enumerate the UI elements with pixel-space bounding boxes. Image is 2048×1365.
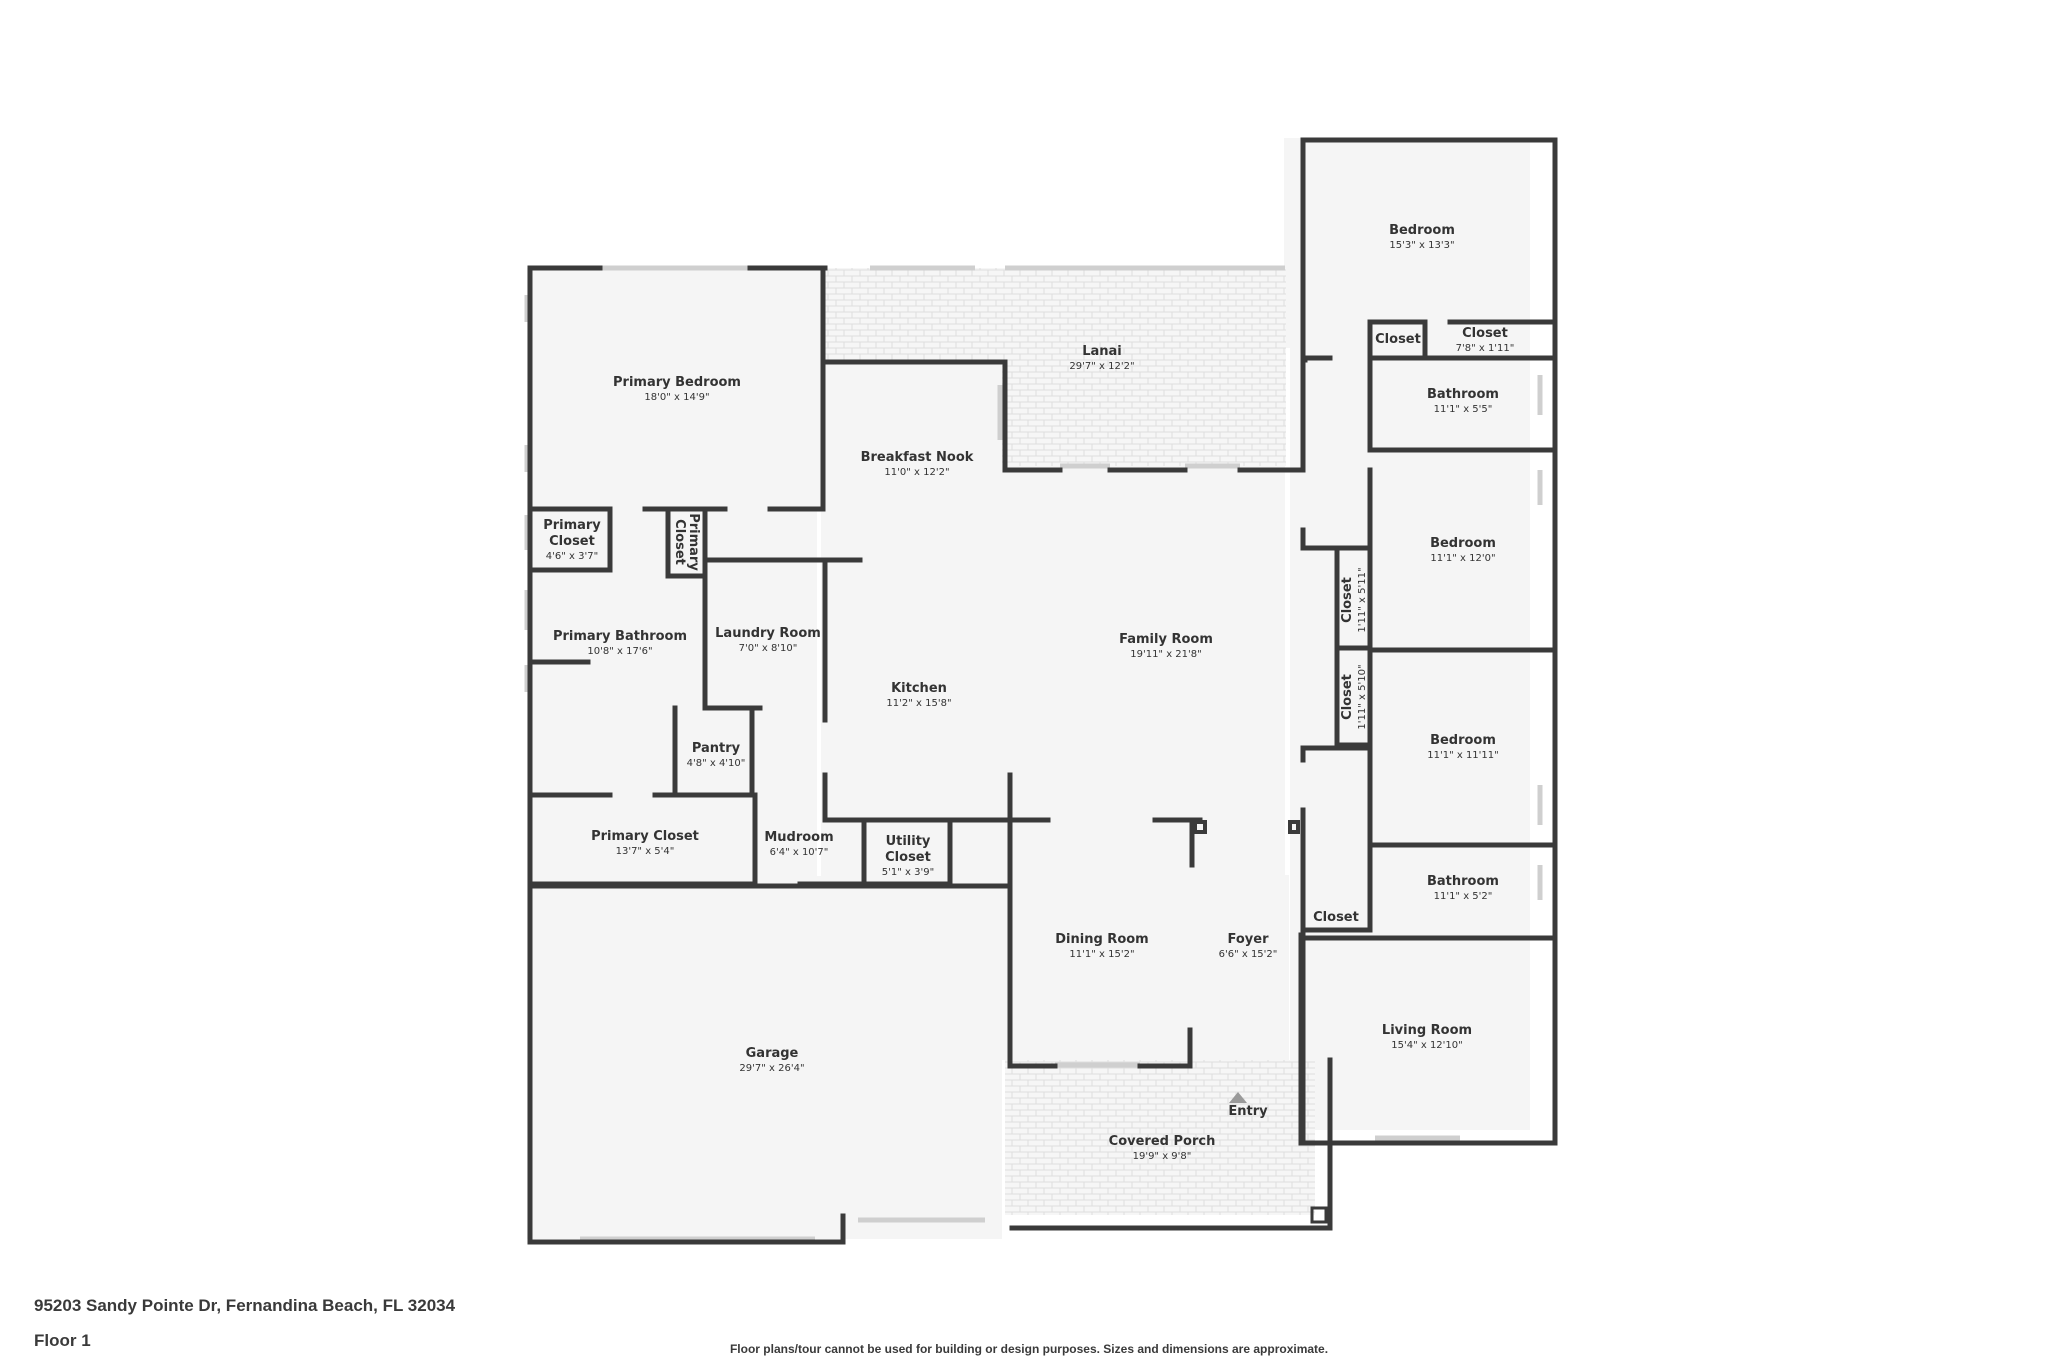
room-name-lanai: Lanai [1082,344,1122,359]
room-name-bedroom-2: Bedroom [1430,536,1496,551]
room-dims-primary-closet-small: 4'6" x 3'7" [546,551,598,562]
floor-label: Floor 1 [34,1331,91,1350]
room-dims-breakfast-nook: 11'0" x 12'2" [884,467,949,478]
room-name-foyer: Foyer [1228,932,1270,947]
room-name-family-room: Family Room [1119,632,1213,647]
room-dims-utility-closet: 5'1" x 3'9" [882,867,934,878]
room-dims-covered-porch: 19'9" x 9'8" [1133,1151,1192,1162]
room-name-garage: Garage [746,1046,799,1061]
room-name-closet-ne-b: Closet [1462,326,1508,341]
disclaimer: Floor plans/tour cannot be used for buil… [729,1342,1329,1356]
floor-areas [527,138,1530,1239]
room-name-living-room: Living Room [1382,1023,1472,1038]
room-dims-primary-closet-large: 13'7" x 5'4" [616,846,675,857]
lanai-paving [821,268,1286,362]
room-dims-primary-bedroom: 18'0" x 14'9" [644,392,709,403]
room-name-pantry: Pantry [692,741,741,756]
room-name-bathroom-2: Bathroom [1427,874,1499,889]
room-name-primary-bathroom: Primary Bathroom [553,629,687,644]
paver-areas [821,268,1315,1215]
room-dims-living-room: 15'4" x 12'10" [1391,1040,1463,1051]
room-dims-foyer: 6'6" x 15'2" [1219,949,1278,960]
room-dims-bedroom-3: 11'1" x 11'11" [1427,750,1499,761]
property-address: 95203 Sandy Pointe Dr, Fernandina Beach,… [34,1296,456,1315]
room-dims-dining-room: 11'1" x 15'2" [1069,949,1134,960]
room-dims-bedroom-ne: 15'3" x 13'3" [1389,240,1454,251]
room-name-primary-closet-small-2: Closet [549,534,595,549]
room-name-laundry-room: Laundry Room [715,626,821,641]
room-dims-garage: 29'7" x 26'4" [739,1063,804,1074]
entry-arrow-icon [1229,1092,1247,1103]
room-name-breakfast-nook: Breakfast Nook [861,450,974,465]
room-name-kitchen: Kitchen [891,681,947,696]
room-name-bathroom-1: Bathroom [1427,387,1499,402]
room-name-primary-closet-small-1: Primary [543,518,601,533]
room-name-bedroom-ne: Bedroom [1389,223,1455,238]
room-labels: Bedroom 15'3" x 13'3" Closet Closet 7'8"… [543,223,1514,1162]
room-dims-family-room: 19'11" x 21'8" [1130,649,1202,660]
room-name-closet-v1: Closet [1340,577,1355,623]
room-name-primary-closet-vertical-1: Primary [686,513,701,571]
room-dims-pantry: 4'8" x 4'10" [687,758,746,769]
lanai-paving-lower [1002,362,1286,466]
room-name-closet-ne-a: Closet [1375,332,1421,347]
room-name-primary-closet-vertical-2: Closet [672,519,687,565]
room-name-primary-closet-large: Primary Closet [591,829,699,844]
room-name-bedroom-3: Bedroom [1430,733,1496,748]
room-name-closet-se: Closet [1313,910,1359,925]
entry-label: Entry [1228,1104,1268,1119]
walls [527,137,1558,1245]
room-dims-primary-bathroom: 10'8" x 17'6" [587,646,652,657]
room-dims-laundry-room: 7'0" x 8'10" [739,643,798,654]
room-dims-bathroom-1: 11'1" x 5'5" [1434,404,1493,415]
room-name-utility-closet-1: Utility [886,834,931,849]
room-dims-closet-v1: 1'11" x 5'11" [1357,567,1368,632]
room-name-closet-v2: Closet [1340,674,1355,720]
room-dims-closet-v2: 1'11" x 5'10" [1357,664,1368,729]
windows [524,137,1543,1242]
room-dims-bathroom-2: 11'1" x 5'2" [1434,891,1493,902]
room-dims-closet-ne-b: 7'8" x 1'11" [1456,343,1515,354]
room-name-utility-closet-2: Closet [885,850,931,865]
room-dims-bedroom-2: 11'1" x 12'0" [1430,553,1495,564]
room-dims-kitchen: 11'2" x 15'8" [886,698,951,709]
room-name-dining-room: Dining Room [1055,932,1148,947]
room-name-covered-porch: Covered Porch [1109,1134,1216,1149]
room-name-mudroom: Mudroom [764,830,833,845]
room-name-primary-bedroom: Primary Bedroom [613,375,741,390]
porch-paving [1005,1060,1315,1215]
room-dims-lanai: 29'7" x 12'2" [1069,361,1134,372]
room-dims-mudroom: 6'4" x 10'7" [770,847,829,858]
